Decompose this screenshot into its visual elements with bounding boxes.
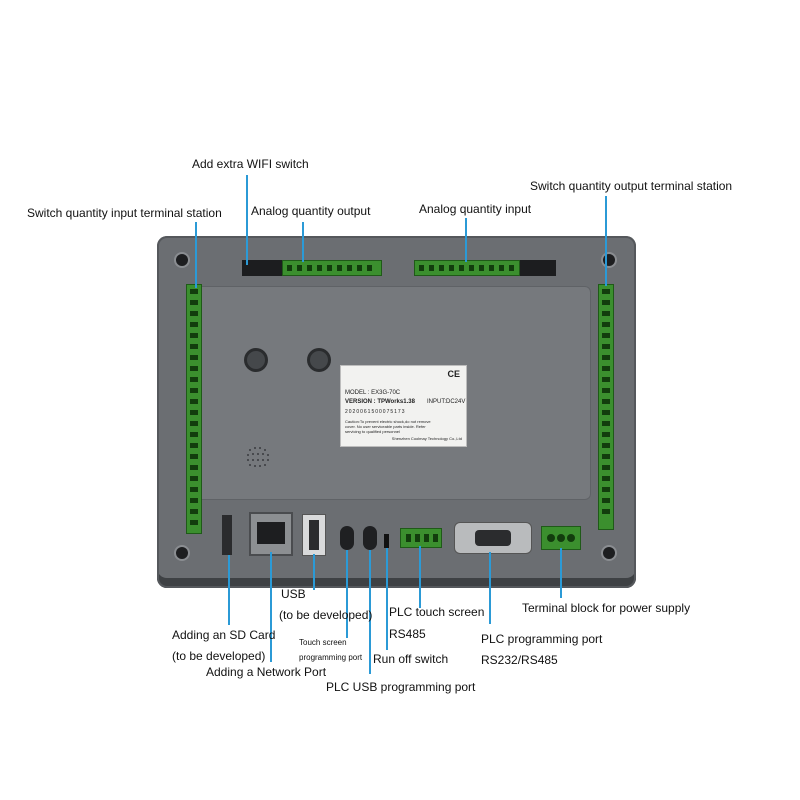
- plc-usb-c-port[interactable]: [363, 526, 377, 550]
- wifi-switch-slot: [242, 260, 282, 276]
- label-usb-sub: (to be developed): [279, 608, 373, 622]
- usb-port[interactable]: [302, 514, 326, 556]
- leader-power-block: [560, 548, 562, 598]
- label-touch-port-1: Touch screen: [299, 638, 347, 647]
- serial-text: 2020061500075173: [345, 409, 406, 415]
- leader-run-off: [386, 548, 388, 650]
- ethernet-port[interactable]: [249, 512, 293, 556]
- version-text: VERSION : TPWorks1.38: [345, 399, 415, 405]
- switch-input-terminal-strip: [186, 284, 202, 534]
- label-plc-touch: PLC touch screen: [389, 605, 485, 619]
- leader-plc-prog: [489, 552, 491, 624]
- model-text: MODEL : EX3G-70C: [345, 390, 401, 396]
- power-terminal-block: [541, 526, 581, 550]
- leader-analog-output: [302, 222, 304, 262]
- label-power-block: Terminal block for power supply: [522, 601, 691, 615]
- label-plc-prog: PLC programming port: [481, 632, 603, 646]
- leader-network-port: [270, 552, 272, 662]
- label-plc-usb: PLC USB programming port: [326, 680, 476, 694]
- input-voltage-text: INPUT:DC24V: [427, 399, 466, 405]
- leader-wifi-switch: [246, 175, 248, 265]
- screw-bottom-left: [176, 547, 188, 559]
- mount-knob-left: [247, 351, 265, 369]
- screw-bottom-right: [603, 547, 615, 559]
- screw-top-left: [176, 254, 188, 266]
- switch-output-terminal-strip: [598, 284, 614, 530]
- leader-plc-touch: [419, 546, 421, 608]
- manufacturer-text: Shenzhen Coolmay Technology Co.,Ltd: [391, 436, 462, 441]
- leader-touch-port: [346, 550, 348, 638]
- leader-sd-card: [228, 555, 230, 625]
- leader-switch-input: [195, 222, 197, 288]
- unused-terminal-slot: [520, 260, 556, 276]
- label-analog-input: Analog quantity input: [419, 202, 532, 216]
- warning-line-1: Caution:To prevent electric shock,do not…: [345, 419, 431, 424]
- label-analog-output: Analog quantity output: [251, 204, 371, 218]
- ce-mark: CE: [447, 369, 460, 379]
- leader-switch-output: [605, 196, 607, 286]
- label-plc-prog-sub: RS232/RS485: [481, 653, 558, 667]
- label-network-port: Adding a Network Port: [206, 665, 327, 679]
- analog-input-terminal: [414, 260, 520, 276]
- label-switch-output: Switch quantity output terminal station: [530, 179, 733, 193]
- mount-knob-right: [310, 351, 328, 369]
- touch-screen-usb-c-port[interactable]: [340, 526, 354, 550]
- label-sd-card: Adding an SD Card: [172, 628, 276, 642]
- speaker-grille: [247, 447, 269, 467]
- analog-output-terminal: [282, 260, 382, 276]
- label-usb: USB: [281, 587, 306, 601]
- warning-line-2: cover. No user serviceable parts inside.…: [345, 424, 426, 429]
- warning-line-3: servicing to qualified personnel: [345, 429, 400, 434]
- label-sd-sub: (to be developed): [172, 649, 266, 663]
- label-switch-input: Switch quantity input terminal station: [27, 206, 222, 220]
- label-wifi-switch: Add extra WIFI switch: [192, 157, 309, 171]
- rs485-terminal: [400, 528, 442, 548]
- product-label-sticker: CE MODEL : EX3G-70C VERSION : TPWorks1.3…: [340, 365, 467, 447]
- db9-serial-port[interactable]: [454, 522, 532, 554]
- leader-usb: [313, 554, 315, 590]
- run-off-switch[interactable]: [384, 534, 389, 548]
- label-run-off: Run off switch: [373, 652, 449, 666]
- sd-card-slot[interactable]: [222, 515, 232, 555]
- leader-plc-usb: [369, 550, 371, 674]
- leader-analog-input: [465, 218, 467, 262]
- label-touch-port-2: programming port: [299, 653, 363, 662]
- label-rs485: RS485: [389, 627, 426, 641]
